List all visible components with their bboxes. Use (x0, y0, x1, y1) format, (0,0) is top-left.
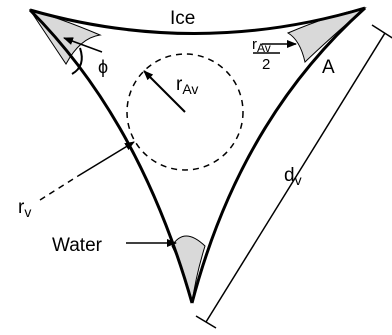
r-v-arrow (77, 141, 135, 177)
inscribed-circle (126, 53, 244, 171)
r-av-label: rAv (176, 74, 198, 97)
r-v-sub: v (24, 204, 31, 220)
fraction-denominator: 2 (262, 56, 270, 73)
d-v-label: dv (284, 165, 302, 188)
corner-a-label: A (322, 57, 335, 78)
r-av-main: r (176, 74, 183, 95)
fraction-numerator: rAv (252, 36, 271, 55)
frac-num-sub: Av (257, 41, 271, 55)
water-corner-top-right (286, 7, 367, 63)
r-av-arrow (143, 70, 186, 113)
vein-arc-right (190, 6, 367, 304)
d-v-end-tick-bottom (195, 315, 217, 329)
vein-arc-top (29, 6, 366, 35)
d-v-sub: v (295, 172, 302, 188)
vein-arc-left (28, 8, 194, 304)
phi-arrow (63, 37, 103, 53)
r-av-sub: Av (182, 81, 198, 97)
r-v-dash (39, 175, 79, 201)
d-v-main: d (284, 165, 295, 186)
phi-angle-arc (71, 47, 83, 75)
phi-label: ϕ (98, 57, 108, 77)
ice-label: Ice (170, 8, 195, 29)
r-v-main: r (18, 197, 25, 218)
d-v-dimension-line (205, 32, 386, 323)
frac-num-main: r (252, 36, 257, 53)
r-v-label: rv (18, 197, 31, 220)
water-label: Water (52, 235, 103, 256)
d-v-end-tick-top (371, 24, 392, 39)
